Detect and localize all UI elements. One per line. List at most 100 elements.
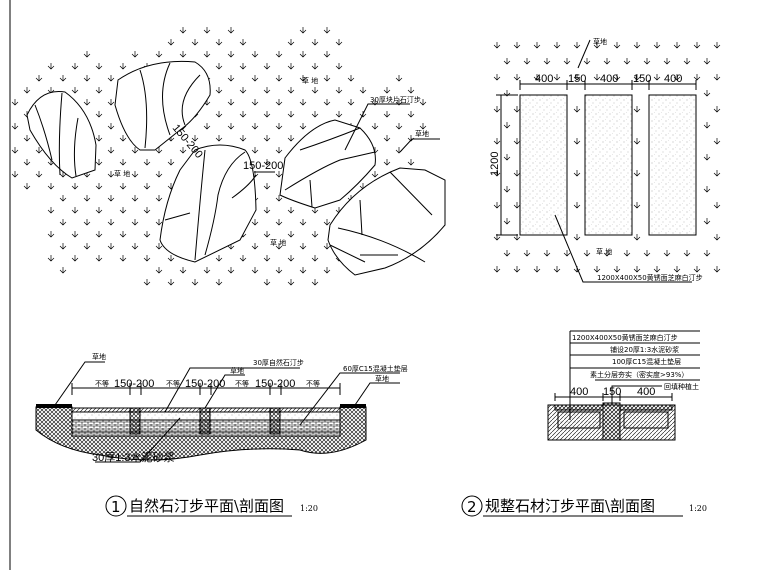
grass-symbol-icon [513, 266, 521, 273]
grass-symbol-icon [395, 123, 403, 130]
grass-symbol-icon [653, 266, 661, 273]
gap-dimension: 150-200 [243, 160, 283, 172]
grass-symbol-icon [633, 170, 641, 177]
dimension-label: 400 [637, 386, 655, 398]
grass-symbol-icon [47, 63, 55, 70]
grass-symbol-icon [179, 267, 187, 274]
grass-symbol-icon [239, 63, 247, 70]
grass-symbol-icon [713, 202, 721, 209]
grass-symbol-icon [35, 171, 43, 178]
grass-symbol-icon [251, 51, 259, 58]
grass-symbol-icon [493, 106, 501, 113]
grass-symbol-icon [311, 87, 319, 94]
gap-dimension: 150 [568, 73, 586, 85]
grass-symbol-icon [95, 159, 103, 166]
grass-label: 草 地 [302, 76, 318, 85]
grass-symbol-icon [395, 75, 403, 82]
grass-symbol-icon [227, 51, 235, 58]
grass-symbol-icon [227, 267, 235, 274]
title-1: 1 自然石汀步平面\剖面图 1:20 [105, 495, 318, 517]
grass-symbol-icon [11, 99, 19, 106]
grass-symbol-icon [573, 234, 581, 241]
dimension-label: 不等 [306, 379, 320, 388]
grass-symbol-icon [11, 171, 19, 178]
grass-symbol-icon [633, 234, 641, 241]
grass-symbol-icon [703, 186, 711, 193]
grass-symbol-icon [131, 51, 139, 58]
grass-symbol-icon [419, 123, 427, 130]
grass-symbol-icon [407, 111, 415, 118]
grass-symbol-icon [713, 106, 721, 113]
grass-symbol-icon [263, 279, 271, 286]
grass-symbol-icon [693, 266, 701, 273]
grass-symbol-icon [513, 138, 521, 145]
grass-symbol-icon [713, 170, 721, 177]
grass-symbol-icon [633, 202, 641, 209]
grass-symbol-icon [251, 267, 259, 274]
grass-symbol-icon [251, 219, 259, 226]
scale-label: 1:20 [689, 504, 707, 513]
grass-symbol-icon [107, 75, 115, 82]
grass-symbol-icon [513, 202, 521, 209]
grass-symbol-icon [143, 207, 151, 214]
grass-symbol-icon [215, 255, 223, 262]
grass-symbol-icon [543, 250, 551, 257]
svg-text:1: 1 [111, 498, 121, 516]
width-dimension: 400 [664, 73, 682, 85]
grass-symbol-icon [107, 219, 115, 226]
grass-symbol-icon [311, 255, 319, 262]
grass-symbol-icon [95, 135, 103, 142]
grass-symbol-icon [227, 123, 235, 130]
concrete-label: 60厚C15混凝土垫层 [343, 364, 408, 373]
grass-symbol-icon [503, 122, 511, 129]
grass-symbol-icon [543, 58, 551, 65]
grass-symbol-icon [155, 195, 163, 202]
grass-symbol-icon [311, 279, 319, 286]
grass-symbol-icon [239, 39, 247, 46]
grass-symbol-icon [203, 267, 211, 274]
grass-symbol-icon [143, 159, 151, 166]
grass-symbol-icon [131, 147, 139, 154]
grass-symbol-icon [299, 219, 307, 226]
grass-symbol-icon [179, 147, 187, 154]
stone-label: 30厚块片石汀步 [370, 95, 421, 104]
grass-symbol-icon [107, 243, 115, 250]
grass-symbol-icon [683, 250, 691, 257]
grass-symbol-icon [311, 111, 319, 118]
grass-symbol-icon [251, 243, 259, 250]
drawing-title: 规整石材汀步平面\剖面图 [485, 497, 655, 515]
grass-symbol-icon [371, 123, 379, 130]
grass-symbol-icon [203, 123, 211, 130]
gap-dimension: 150-200 [170, 122, 205, 161]
grass-symbol-icon [275, 171, 283, 178]
grass-symbol-icon [643, 58, 651, 65]
grass-symbol-icon [395, 147, 403, 154]
grass-symbol-icon [167, 255, 175, 262]
dimension-label: 150 [603, 386, 621, 398]
grass-symbol-icon [107, 195, 115, 202]
grass-symbol-icon [131, 219, 139, 226]
grass-symbol-icon [251, 147, 259, 154]
grass-symbol-icon [643, 250, 651, 257]
grass-symbol-icon [251, 99, 259, 106]
grass-symbol-icon [533, 266, 541, 273]
grass-symbol-icon [613, 266, 621, 273]
grass-symbol-icon [713, 138, 721, 145]
svg-text:2: 2 [467, 498, 477, 516]
grass-symbol-icon [673, 42, 681, 49]
grass-symbol-icon [287, 255, 295, 262]
grass-symbol-icon [275, 123, 283, 130]
grass-symbol-icon [155, 243, 163, 250]
grass-symbol-icon [573, 74, 581, 81]
grass-symbol-icon [287, 207, 295, 214]
grass-symbol-icon [131, 171, 139, 178]
grass-symbol-icon [323, 99, 331, 106]
grass-symbol-icon [215, 87, 223, 94]
grass-symbol-icon [251, 123, 259, 130]
grass-symbol-icon [663, 250, 671, 257]
grass-symbol-icon [693, 42, 701, 49]
grass-symbol-icon [299, 99, 307, 106]
grass-symbol-icon [131, 195, 139, 202]
grass-symbol-icon [263, 135, 271, 142]
grass-symbol-icon [359, 87, 367, 94]
